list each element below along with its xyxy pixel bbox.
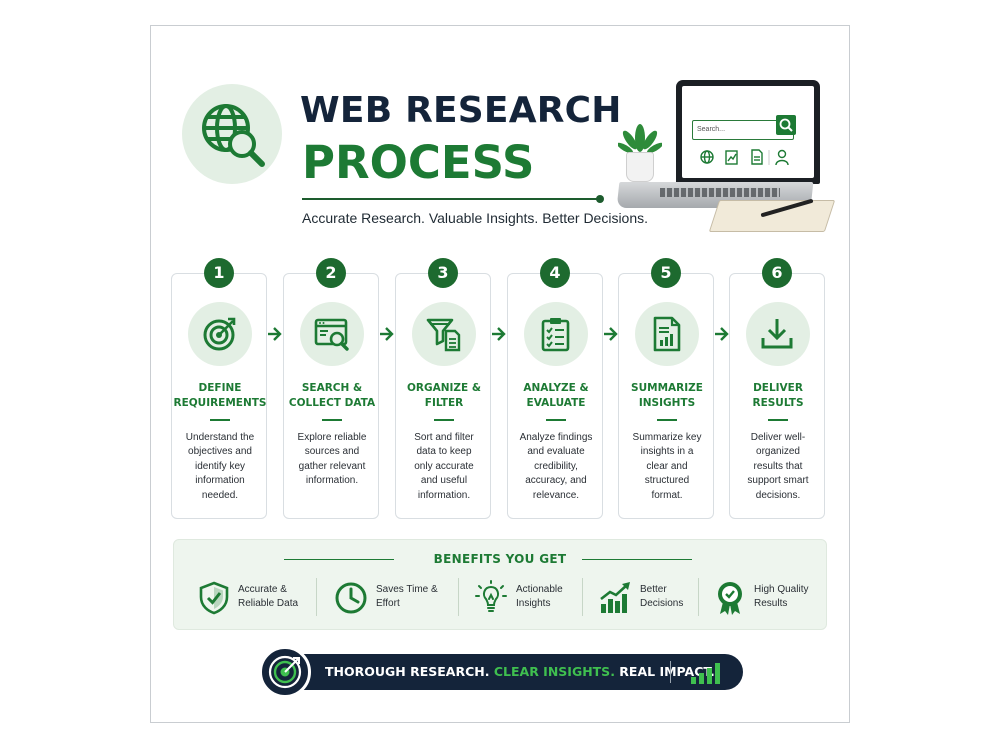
- browser-search-icon: [300, 302, 364, 366]
- step-title: SUMMARIZE INSIGHTS: [631, 382, 703, 409]
- benefit-label: Actionable Insights: [516, 584, 563, 609]
- step-number-badge: 6: [762, 258, 792, 288]
- clock-icon: [335, 582, 367, 614]
- screen-icons: [700, 149, 789, 166]
- benefits-line-left: [284, 559, 394, 560]
- title-line-2: PROCESS: [302, 136, 535, 189]
- step-description: Understand the objectives and identify k…: [185, 432, 255, 501]
- arrow-right-icon: [492, 327, 506, 341]
- step-card-5: SUMMARIZE INSIGHTS Summarize key insight…: [618, 273, 714, 519]
- bar-chart-icon: [691, 663, 720, 684]
- arrow-right-icon: [380, 327, 394, 341]
- arrow-right-icon: [604, 327, 618, 341]
- screen-search-button: [776, 115, 796, 135]
- laptop-screen: Search...: [676, 80, 820, 184]
- step-title: ORGANIZE & FILTER: [406, 382, 482, 409]
- laptop-illustration: Search...: [610, 72, 840, 248]
- step-card-2: SEARCH & COLLECT DATA Explore reliable s…: [283, 273, 379, 519]
- plant-pot: [626, 152, 654, 182]
- arrow-right-icon: [268, 327, 282, 341]
- step-number-badge: 3: [428, 258, 458, 288]
- benefits-panel: BENEFITS YOU GET Accurate & Reliable Dat…: [173, 539, 827, 630]
- step-number-badge: 1: [204, 258, 234, 288]
- step-title: ANALYZE & EVALUATE: [523, 382, 589, 409]
- download-tray-icon: [746, 302, 810, 366]
- step-card-6: DELIVER RESULTS Deliver well- organized …: [729, 273, 825, 519]
- footer-slogan: THOROUGH RESEARCH. CLEAR INSIGHTS. REAL …: [325, 664, 715, 679]
- step-title: DEFINE REQUIREMENTS: [173, 382, 267, 409]
- globe-search-icon: [182, 84, 282, 184]
- step-number-badge: 5: [651, 258, 681, 288]
- plant-icon: [617, 116, 663, 161]
- step-number-badge: 4: [540, 258, 570, 288]
- step-divider: [434, 419, 454, 421]
- step-divider: [210, 419, 230, 421]
- step-title: SEARCH & COLLECT DATA: [288, 382, 376, 409]
- checklist-clipboard-icon: [524, 302, 588, 366]
- step-description: Summarize key insights in a clear and st…: [632, 432, 702, 501]
- growth-chart-icon: [600, 582, 630, 613]
- step-card-1: DEFINE REQUIREMENTS Understand the objec…: [171, 273, 267, 519]
- step-divider: [546, 419, 566, 421]
- step-description: Deliver well- organized results that sup…: [747, 432, 809, 501]
- benefit-label: High Quality Results: [754, 584, 809, 609]
- step-description: Analyze findings and evaluate credibilit…: [519, 432, 593, 501]
- notebook: [708, 200, 836, 232]
- benefits-title: BENEFITS YOU GET: [433, 552, 567, 566]
- step-description: Explore reliable sources and gather rele…: [297, 432, 367, 487]
- benefit-label: Saves Time & Effort: [376, 584, 438, 609]
- title-divider-dot: [596, 195, 604, 203]
- benefits-line-right: [582, 559, 692, 560]
- report-chart-icon: [635, 302, 699, 366]
- arrow-right-icon: [715, 327, 729, 341]
- title-line-1: WEB RESEARCH: [300, 90, 622, 131]
- benefit-label: Better Decisions: [640, 584, 684, 609]
- step-description: Sort and filter data to keep only accura…: [414, 432, 474, 501]
- step-divider: [768, 419, 788, 421]
- award-badge-icon: [718, 582, 742, 615]
- tagline: Accurate Research. Valuable Insights. Be…: [302, 210, 649, 226]
- shield-check-icon: [199, 581, 229, 615]
- benefit-label: Accurate & Reliable Data: [238, 584, 299, 609]
- step-divider: [657, 419, 677, 421]
- filter-document-icon: [412, 302, 476, 366]
- footer-banner: [283, 654, 743, 690]
- step-number-badge: 2: [316, 258, 346, 288]
- step-divider: [322, 419, 342, 421]
- step-card-3: ORGANIZE & FILTER Sort and filter data t…: [395, 273, 491, 519]
- title-divider: [302, 198, 598, 200]
- step-card-4: ANALYZE & EVALUATE Analyze findings and …: [507, 273, 603, 519]
- step-title: DELIVER RESULTS: [752, 382, 804, 409]
- target-icon: [188, 302, 252, 366]
- target-arrow-icon: [259, 646, 311, 698]
- lightbulb-icon: [475, 580, 507, 612]
